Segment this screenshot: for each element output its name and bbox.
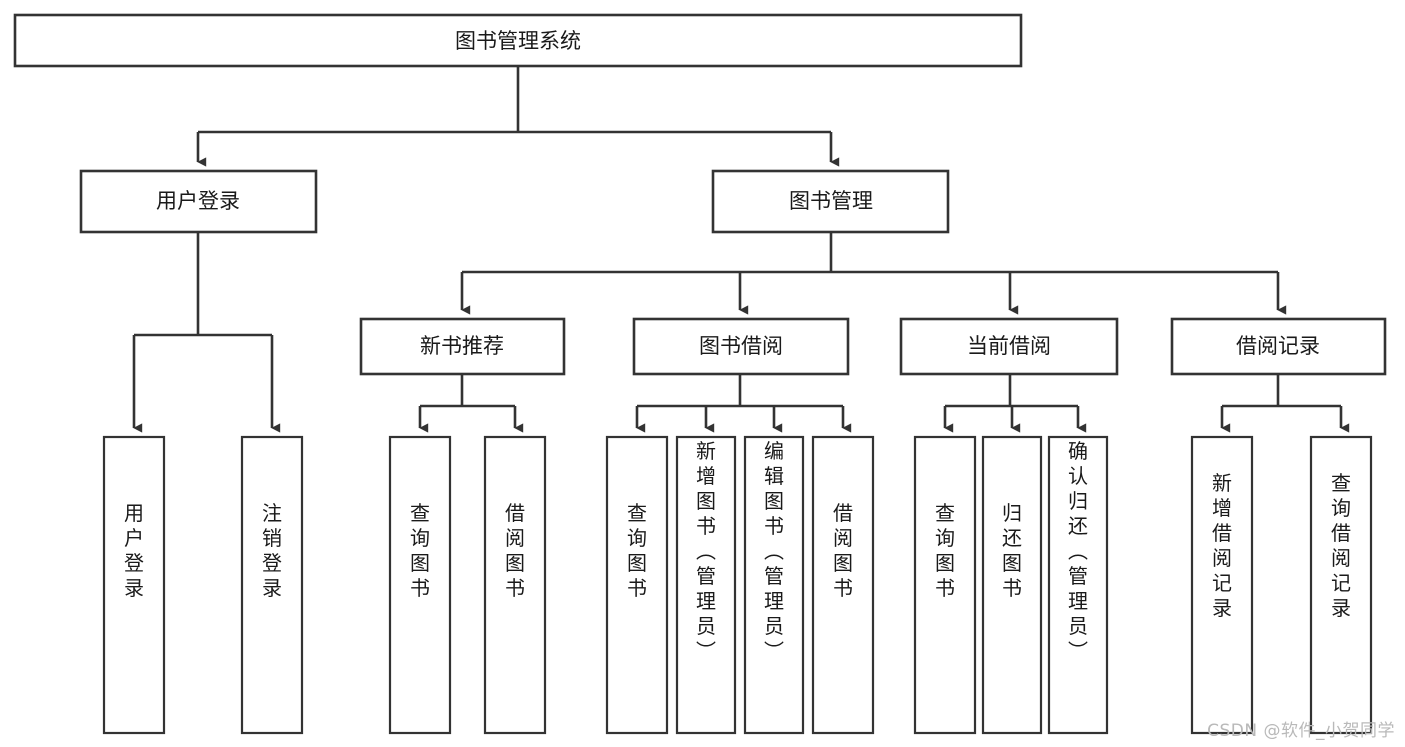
node-leaf-add-record[interactable]: 新增借阅记录	[1190, 435, 1254, 735]
leaf-query-book-2-box[interactable]	[605, 435, 669, 735]
node-book-borrow[interactable]: 图书借阅	[632, 317, 850, 376]
borrow-record-label: 借阅记录	[1236, 334, 1320, 358]
leaf-query-book-3-label: 查询图书	[935, 501, 955, 600]
leaf-user-login-label: 用户登录	[124, 501, 144, 600]
new-book-rec-box[interactable]	[359, 317, 566, 376]
leaves-layer: 用户登录 注销登录 查询图书 借阅图书 查询图书 新增图书︵管理员︶	[102, 435, 1373, 735]
current-borrow-label: 当前借阅	[967, 334, 1051, 358]
leaf-query-book-2-label: 查询图书	[627, 501, 647, 600]
book-manage-label: 图书管理	[789, 189, 873, 213]
node-user-login[interactable]: 用户登录	[79, 169, 318, 234]
node-leaf-edit-book[interactable]: 编辑图书︵管理员︶	[743, 435, 805, 735]
leaf-logout-box[interactable]	[240, 435, 304, 735]
leaf-query-book-1-label: 查询图书	[410, 501, 430, 600]
leaf-edit-book-box[interactable]	[743, 435, 805, 735]
leaf-add-book-label: 新增图书︵管理员︶	[696, 439, 716, 663]
leaf-confirm-return-label: 确认归还︵管理员︶	[1068, 439, 1088, 663]
user-login-label: 用户登录	[156, 189, 240, 213]
book-manage-box[interactable]	[711, 169, 950, 234]
root-box[interactable]	[13, 13, 1023, 68]
user-login-box[interactable]	[79, 169, 318, 234]
leaf-query-record-box[interactable]	[1309, 435, 1373, 735]
node-leaf-return-book[interactable]: 归还图书	[981, 435, 1043, 735]
leaf-borrow-book-2-box[interactable]	[811, 435, 875, 735]
node-leaf-query-book-3[interactable]: 查询图书	[913, 435, 977, 735]
leaf-add-record-label: 新增借阅记录	[1212, 471, 1232, 620]
leaf-add-record-box[interactable]	[1190, 435, 1254, 735]
leaf-borrow-book-1-label: 借阅图书	[505, 501, 525, 600]
node-borrow-record[interactable]: 借阅记录	[1170, 317, 1387, 376]
node-root[interactable]: 图书管理系统	[13, 13, 1023, 68]
node-leaf-logout[interactable]: 注销登录	[240, 435, 304, 735]
node-leaf-borrow-book-2[interactable]: 借阅图书	[811, 435, 875, 735]
leaf-user-login-box[interactable]	[102, 435, 166, 735]
leaf-logout-label: 注销登录	[262, 501, 282, 600]
node-leaf-borrow-book-1[interactable]: 借阅图书	[483, 435, 547, 735]
node-new-book-rec[interactable]: 新书推荐	[359, 317, 566, 376]
node-leaf-confirm-return[interactable]: 确认归还︵管理员︶	[1047, 435, 1109, 735]
edges-layer	[132, 66, 1350, 433]
csdn-watermark: CSDN @软件_小贺同学	[1207, 721, 1395, 741]
leaf-confirm-return-box[interactable]	[1047, 435, 1109, 735]
node-book-manage[interactable]: 图书管理	[711, 169, 950, 234]
new-book-rec-label: 新书推荐	[420, 334, 504, 358]
book-borrow-label: 图书借阅	[699, 334, 783, 358]
leaf-borrow-book-2-label: 借阅图书	[833, 501, 853, 600]
root-label: 图书管理系统	[455, 29, 581, 53]
leaf-return-book-box[interactable]	[981, 435, 1043, 735]
leaf-add-book-box[interactable]	[675, 435, 737, 735]
node-leaf-user-login[interactable]: 用户登录	[102, 435, 166, 735]
leaf-edit-book-label: 编辑图书︵管理员︶	[764, 439, 784, 663]
leaf-query-record-label: 查询借阅记录	[1331, 471, 1351, 620]
book-borrow-box[interactable]	[632, 317, 850, 376]
node-leaf-query-book-1[interactable]: 查询图书	[388, 435, 452, 735]
leaf-query-book-3-box[interactable]	[913, 435, 977, 735]
leaf-return-book-label: 归还图书	[1002, 501, 1022, 600]
node-leaf-query-record[interactable]: 查询借阅记录	[1309, 435, 1373, 735]
borrow-record-box[interactable]	[1170, 317, 1387, 376]
node-leaf-query-book-2[interactable]: 查询图书	[605, 435, 669, 735]
node-leaf-add-book[interactable]: 新增图书︵管理员︶	[675, 435, 737, 735]
leaf-borrow-book-1-box[interactable]	[483, 435, 547, 735]
current-borrow-box[interactable]	[899, 317, 1119, 376]
node-current-borrow[interactable]: 当前借阅	[899, 317, 1119, 376]
leaf-query-book-1-box[interactable]	[388, 435, 452, 735]
